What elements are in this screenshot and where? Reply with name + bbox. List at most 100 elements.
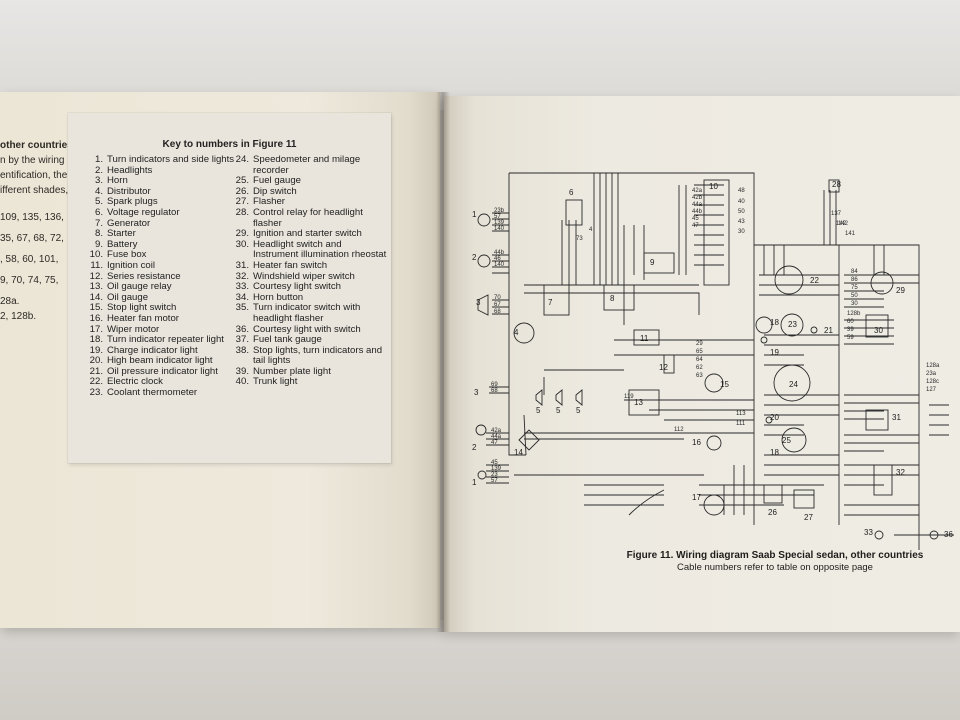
key-item: 7.Generator bbox=[88, 218, 238, 230]
wiring-lines bbox=[486, 172, 954, 550]
key-item: 8.Starter bbox=[88, 229, 238, 240]
key-item-number: 39. bbox=[235, 365, 249, 377]
cable-number: 139 bbox=[494, 220, 505, 226]
key-item-number: 38. bbox=[235, 344, 249, 356]
key-item-number: 14. bbox=[89, 291, 103, 303]
component-number: 21 bbox=[824, 326, 833, 335]
key-item-number: 37. bbox=[235, 334, 249, 346]
figure-caption-subtitle: Cable numbers refer to table on opposite… bbox=[677, 562, 873, 573]
wiring-diagram: 23b5713914044b46140706768696842a44a47451… bbox=[472, 172, 954, 550]
background-top bbox=[0, 0, 960, 110]
cable-number-labels: 23b5713914044b46140706768696842a44a47451… bbox=[491, 188, 940, 484]
component-number: 8 bbox=[610, 294, 615, 303]
key-item-text: Turn indicator repeater light bbox=[107, 334, 224, 346]
key-item-text: Stop lights, turn indicators and tail li… bbox=[253, 344, 383, 367]
key-item-text: Oil pressure indicator light bbox=[107, 365, 218, 377]
key-item: 24.Speedometer and milage recorder bbox=[234, 154, 389, 176]
cable-number: 48 bbox=[738, 188, 745, 194]
key-item: 14.Oil gauge bbox=[88, 291, 238, 304]
left-text-line: n by the wiring bbox=[0, 155, 65, 166]
left-text-line: entification, the bbox=[0, 170, 68, 181]
cable-number: 67 bbox=[494, 302, 501, 308]
cable-number: 44b bbox=[692, 209, 703, 215]
key-item: 32.Windshield wiper switch bbox=[234, 270, 389, 283]
key-item: 22.Electric clock bbox=[88, 377, 238, 388]
cable-number: 62 bbox=[696, 365, 703, 371]
key-item-number: 13. bbox=[89, 281, 103, 293]
component-number: 26 bbox=[768, 508, 777, 517]
cable-number: 45 bbox=[491, 460, 498, 466]
cable-number: 141 bbox=[845, 231, 856, 237]
key-item-number: 27. bbox=[235, 196, 249, 208]
key-item-text: Charge indicator light bbox=[107, 344, 198, 356]
component-symbols bbox=[475, 179, 949, 540]
key-item-number: 33. bbox=[235, 281, 249, 293]
cable-number: 23b bbox=[494, 208, 505, 214]
key-item-text: Turn indicators and side lights bbox=[107, 154, 235, 165]
component-number: 23 bbox=[788, 320, 797, 329]
component-number: 30 bbox=[874, 326, 883, 335]
cable-number: 57 bbox=[494, 214, 501, 220]
key-item: 25.Fuel gauge bbox=[234, 176, 389, 187]
key-item-number: 12. bbox=[89, 270, 103, 282]
key-item: 31. Heater fan switch bbox=[234, 259, 389, 272]
cable-number: 142 bbox=[836, 221, 847, 227]
component-number: 1 bbox=[472, 478, 477, 487]
figure-caption: Figure 11. Wiring diagram Saab Special s… bbox=[600, 550, 950, 573]
cable-number: 73 bbox=[576, 236, 583, 242]
cable-number: 4 bbox=[589, 227, 593, 233]
component-number: 5 bbox=[576, 406, 581, 415]
cable-number: 23a bbox=[926, 371, 937, 377]
cable-number: 68 bbox=[491, 388, 498, 394]
key-item: 10.Fuse box bbox=[88, 250, 238, 261]
cable-number: 30 bbox=[851, 301, 858, 307]
key-item-number: 17. bbox=[89, 323, 103, 335]
key-item-text: Coolant thermometer bbox=[107, 387, 198, 399]
key-item-text: Oil gauge relay bbox=[107, 281, 172, 293]
cable-number: 29 bbox=[696, 341, 703, 347]
key-item: 23.Coolant thermometer bbox=[88, 387, 238, 399]
cable-number: 46 bbox=[494, 256, 501, 262]
cable-number: 137 bbox=[831, 211, 842, 217]
key-item-text: Turn indicator switch with headlight fla… bbox=[253, 302, 361, 324]
key-item-text: Dip switch bbox=[253, 185, 297, 197]
component-number: 9 bbox=[650, 258, 655, 267]
key-title: Key to numbers in Figure 11 bbox=[162, 139, 297, 150]
key-to-numbers-box: Key to numbers in Figure 11 1.Turn indic… bbox=[68, 113, 391, 463]
book-gutter bbox=[436, 92, 450, 632]
key-item-text: Courtesy light switch bbox=[253, 281, 341, 293]
key-item: 36.Courtesy light with switch bbox=[234, 323, 389, 336]
cable-number: 44b bbox=[494, 250, 505, 256]
key-item: 35.Turn indicator switch with headlight … bbox=[234, 302, 389, 324]
key-item-text: Series resistance bbox=[107, 270, 181, 282]
key-item: 5.Spark plugs bbox=[88, 197, 238, 208]
cable-number: 64 bbox=[696, 357, 703, 363]
component-number: 3 bbox=[476, 298, 481, 307]
key-item-number: 19. bbox=[89, 344, 103, 356]
key-item-text: Ignition and starter switch bbox=[253, 228, 362, 240]
cable-number: 23 bbox=[491, 472, 498, 478]
key-item-number: 22. bbox=[89, 376, 103, 388]
key-item-number: 31. bbox=[235, 259, 249, 271]
left-text-line: 28a. bbox=[0, 296, 20, 307]
key-item-text: Number plate light bbox=[253, 365, 331, 377]
key-item-number: 36. bbox=[235, 323, 249, 335]
key-item-number: 25. bbox=[235, 175, 249, 187]
component-number: 31 bbox=[892, 413, 901, 422]
component-number: 18 bbox=[770, 318, 779, 327]
cable-number: 68 bbox=[494, 309, 501, 315]
component-number: 28 bbox=[832, 180, 841, 189]
key-item: 26.Dip switch bbox=[234, 185, 389, 198]
component-number: 2 bbox=[472, 253, 477, 262]
cable-number: 128c bbox=[926, 379, 939, 385]
key-item-number: 32. bbox=[235, 270, 249, 282]
component-number: 18 bbox=[770, 448, 779, 457]
key-item-number: 24. bbox=[235, 154, 249, 165]
key-item-text: Heater fan switch bbox=[253, 259, 328, 271]
key-item-text: Horn bbox=[107, 175, 128, 187]
component-number: 22 bbox=[810, 276, 819, 285]
key-item-number: 2. bbox=[94, 164, 103, 176]
key-item-number: 16. bbox=[89, 312, 103, 324]
